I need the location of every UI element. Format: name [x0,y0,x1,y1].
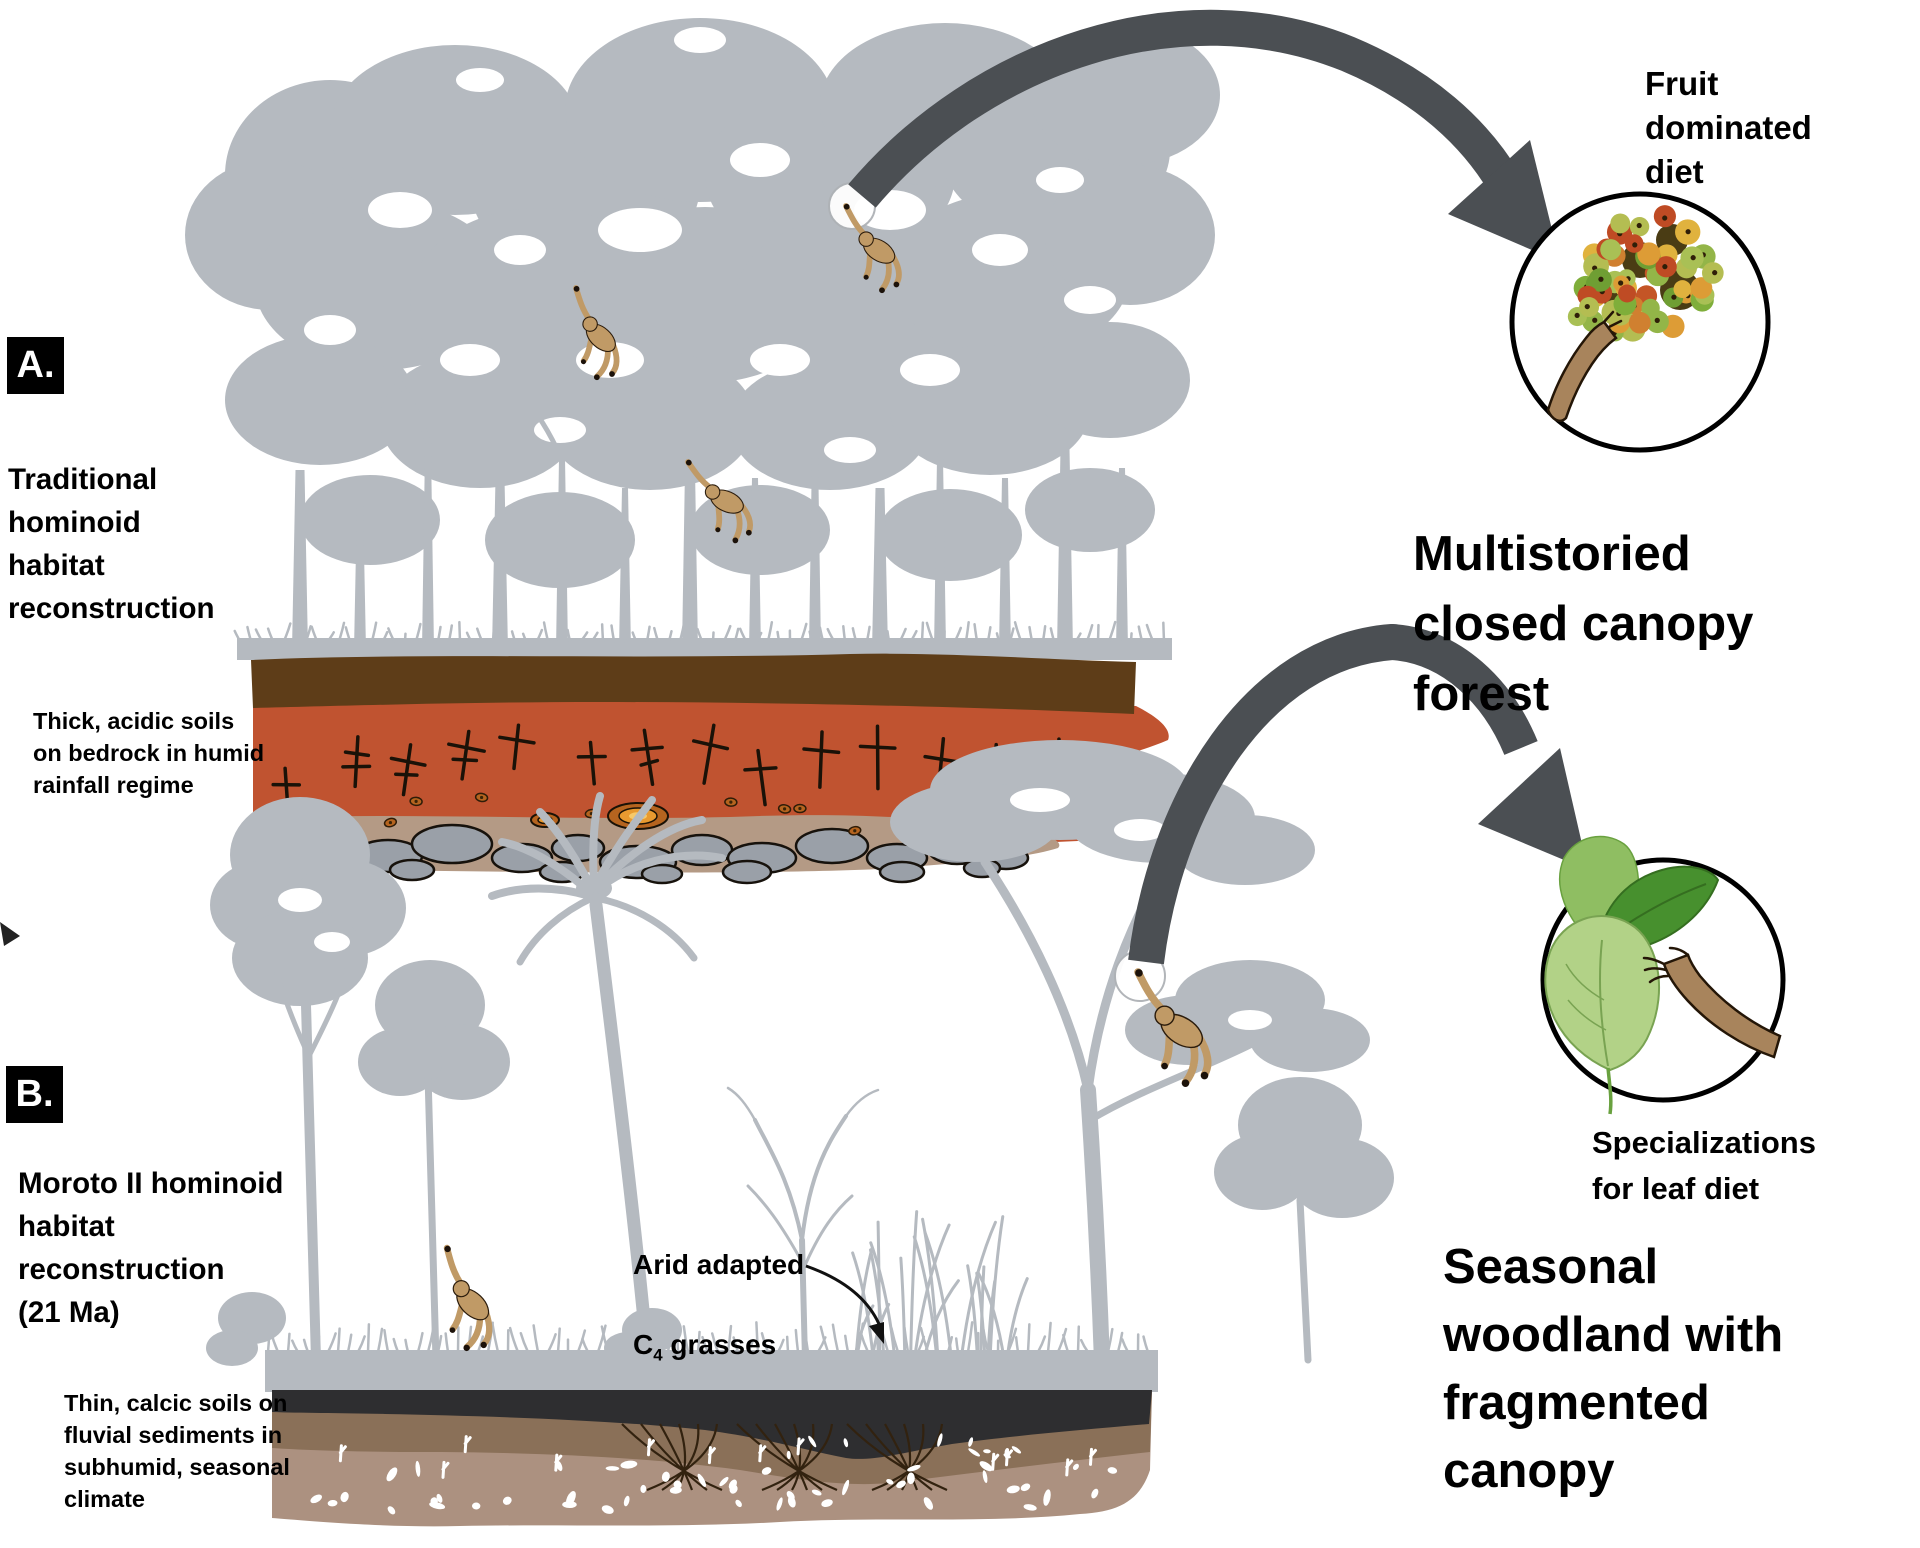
panel-b-title: Moroto II hominoid habitat reconstructio… [18,1167,284,1329]
leaf-diet-circle [1540,835,1786,1115]
grass-strip-b [265,1350,1158,1392]
soil-block-b [272,1390,1152,1527]
panel-b-habitat-label: Seasonal woodland with fragmented canopy [1443,1240,1784,1498]
fruit-cluster [1567,205,1724,342]
fruit-diet-label: Fruit dominated diet [1645,65,1812,190]
arrow-b-icon [1128,623,1588,965]
calcic-nodule-specks [310,1433,1118,1515]
panel-b-badge: B. [6,1066,63,1123]
leaf-stem [1606,1067,1613,1115]
leaf-light [1544,915,1661,1072]
woodland-b [206,740,1394,1370]
hominoid-arm-fruit [1546,320,1618,422]
fruit-diet-circle [1509,191,1771,453]
panel-b-soil-caption: Thin, calcic soils on fluvial sediments … [64,1390,290,1512]
forest-branches-a [381,348,1006,464]
soil-block-a [251,653,1169,885]
panel-a-badge: A. [7,337,64,394]
white-root-ticks [338,1435,1097,1479]
tall-grass-clump [851,1210,1029,1362]
panel-a-title: Traditional hominoid habitat reconstruct… [8,463,215,625]
forest-trunks-a [292,438,1128,650]
panel-a-soil-caption: Thick, acidic soils on bedrock in humid … [33,708,265,798]
leaf-diet-label: Specializations for leaf diet [1592,1125,1816,1206]
grass-label: Arid adapted C4 grasses [633,1249,805,1365]
edge-mark [0,922,20,946]
root-channel-traces [621,1423,948,1492]
grass-pointer-arrow [805,1264,881,1325]
arrow-a-icon [848,9,1560,262]
panel-a-habitat-label: Multistoried closed canopy forest [1413,527,1754,721]
